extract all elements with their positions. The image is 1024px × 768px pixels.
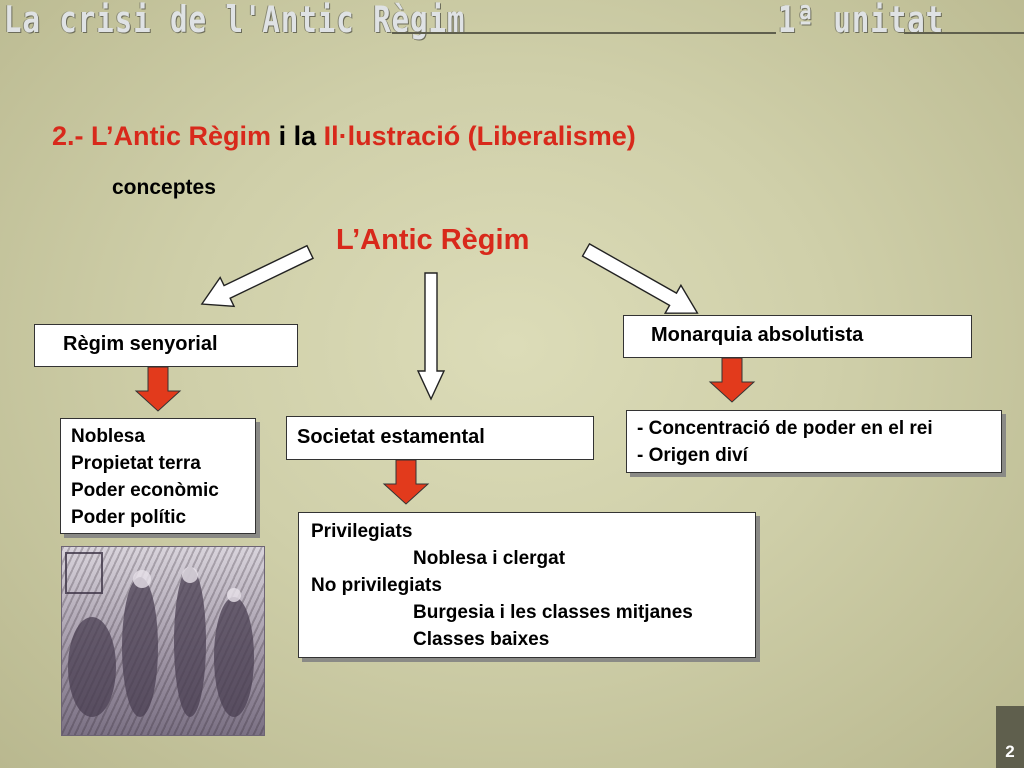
- list-item: No privilegiats: [311, 575, 442, 596]
- monarquia-absolutista-list: - Concentració de poder en el rei - Orig…: [626, 410, 1002, 473]
- regim-senyorial-label: Règim senyorial: [63, 333, 218, 355]
- heading-part-1: L’Antic Règim: [91, 121, 272, 151]
- diagram-root-title: L’Antic Règim: [336, 224, 530, 256]
- regim-senyorial-list: Noblesa Propietat terra Poder econòmic P…: [60, 418, 256, 534]
- red-down-arrow-icon: [382, 459, 430, 505]
- list-item: - Concentració de poder en el rei: [637, 418, 933, 439]
- monarquia-absolutista-label: Monarquia absolutista: [651, 324, 864, 346]
- list-item: - Origen diví: [637, 445, 748, 466]
- page-number: 2: [1005, 742, 1015, 761]
- historical-engraving-image: [61, 546, 265, 736]
- list-item: Poder econòmic: [71, 480, 219, 501]
- heading-conj-1: i: [278, 121, 287, 151]
- page-number-badge: 2: [996, 706, 1024, 768]
- arrow-left-icon: [200, 244, 314, 308]
- arrow-down-icon: [416, 272, 446, 401]
- subheading: conceptes: [112, 176, 216, 199]
- societat-estamental-box: Societat estamental: [286, 416, 594, 460]
- list-item: Burgesia i les classes mitjanes: [413, 602, 693, 623]
- slide-header-title: La crisi de l'Antic Règim: [4, 0, 466, 41]
- red-down-arrow-icon: [708, 357, 756, 403]
- slide-heading: 2.- L’Antic Règim i la Il·lustració (Lib…: [52, 121, 636, 152]
- heading-number: 2.-: [52, 121, 84, 151]
- monarquia-absolutista-box: Monarquia absolutista: [623, 315, 972, 358]
- header-rule-left: [392, 32, 776, 34]
- heading-conj-2: la: [293, 121, 317, 151]
- societat-estamental-list: Privilegiats Noblesa i clergat No privil…: [298, 512, 756, 658]
- list-item: Poder polític: [71, 507, 187, 528]
- societat-estamental-label: Societat estamental: [297, 426, 485, 448]
- list-item: Propietat terra: [71, 453, 201, 474]
- red-down-arrow-icon: [134, 366, 182, 412]
- heading-part-2: Il·lustració (Liberalisme): [323, 121, 636, 151]
- regim-senyorial-box: Règim senyorial: [34, 324, 298, 367]
- list-item: Privilegiats: [311, 521, 413, 542]
- list-item: Noblesa: [71, 426, 145, 447]
- list-item: Noblesa i clergat: [413, 548, 566, 569]
- header-rule-right: [904, 32, 1024, 34]
- list-item: Classes baixes: [413, 629, 550, 650]
- arrow-right-icon: [581, 242, 699, 314]
